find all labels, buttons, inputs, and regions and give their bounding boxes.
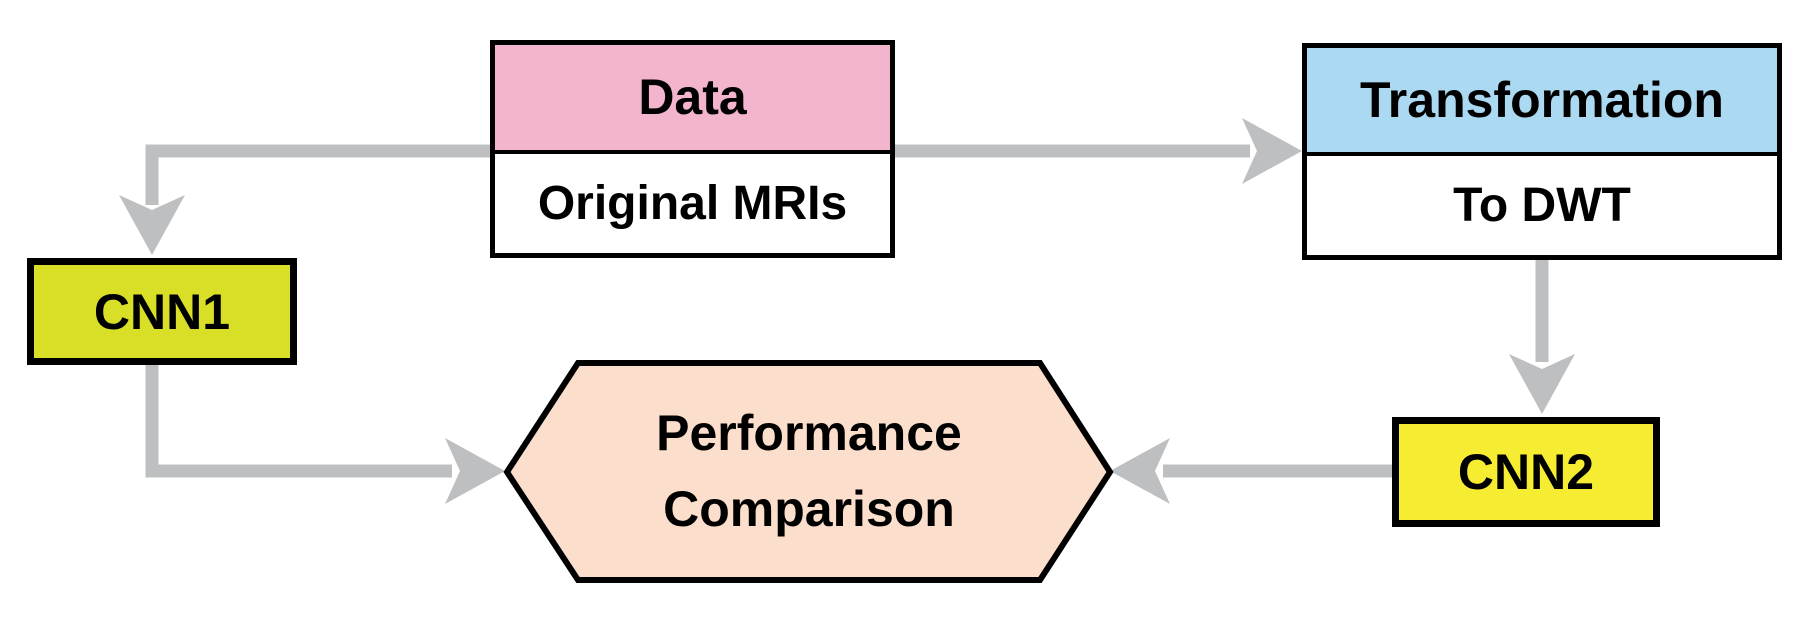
data-node: Data Original MRIs — [490, 40, 895, 258]
connector-data-to-cnn1 — [145, 144, 500, 205]
arrowheads — [119, 118, 1575, 504]
performance-comparison-hexagon — [503, 360, 1114, 583]
connector-cnn1-to-performance — [145, 360, 452, 478]
arrowhead-down-into-cnn2-icon — [1509, 354, 1575, 414]
transformation-node: Transformation To DWT — [1302, 43, 1782, 260]
cnn2-node: CNN2 — [1392, 417, 1660, 527]
arrowhead-right-into-performance-icon — [445, 438, 505, 504]
connector-shafts — [145, 144, 1549, 478]
cnn1-node: CNN1 — [27, 258, 297, 365]
arrowhead-down-into-cnn1-icon — [119, 195, 185, 255]
performance-label-line1: Performance — [656, 405, 962, 461]
transformation-node-title: Transformation — [1307, 48, 1777, 157]
arrowhead-right-into-transformation-icon — [1242, 118, 1302, 184]
arrowhead-left-into-performance-icon — [1110, 438, 1170, 504]
transformation-node-body: To DWT — [1307, 156, 1777, 255]
performance-label-line2: Comparison — [663, 481, 955, 537]
data-node-title: Data — [495, 45, 890, 154]
data-node-body: Original MRIs — [495, 153, 890, 253]
performance-comparison-label: Performance Comparison — [508, 395, 1110, 547]
